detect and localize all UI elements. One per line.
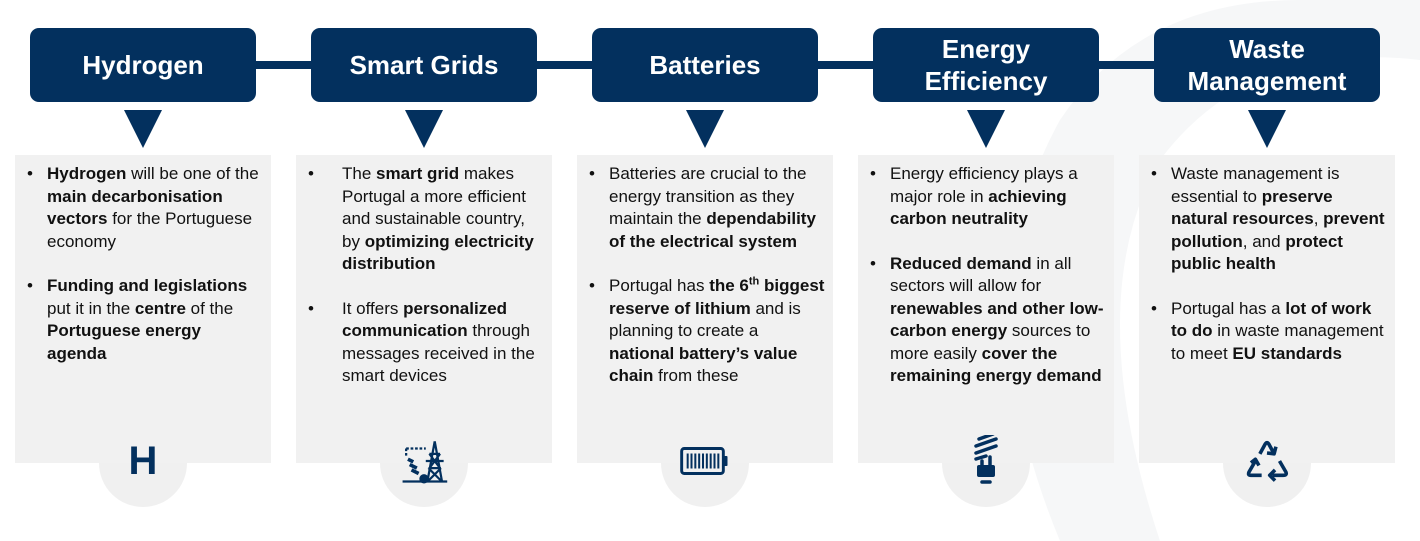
hydrogen-icon: H (118, 436, 168, 486)
text-segment: put it in the (47, 298, 135, 318)
text-segment: Reduced demand (890, 253, 1032, 273)
text-segment: and is planning to create a (609, 298, 801, 341)
text-segment: sources to more easily (890, 321, 1091, 363)
bullet-list: Energy efficiency plays a major role in … (858, 163, 1114, 410)
text-segment: Batteries are crucial to the energy tran… (609, 164, 807, 228)
column-energy-efficiency: Energy Efficiency Energy efficiency play… (858, 0, 1114, 510)
text-segment: in all sectors will allow for (890, 253, 1072, 296)
bullet-point: It offers personalized communication thr… (296, 298, 552, 388)
bullet-list: Waste management is essential to preserv… (1139, 163, 1395, 387)
bullet-point: Waste management is essential to preserv… (1139, 163, 1395, 276)
column-waste-management: Waste Management Waste management is ess… (1139, 0, 1395, 510)
text-segment: EU standards (1232, 343, 1343, 363)
text-segment: biggest reserve of lithium (609, 276, 825, 318)
header-smart-grids: Smart Grids (311, 28, 537, 102)
text-segment: for the Portuguese economy (47, 209, 253, 251)
text-segment: th (748, 275, 760, 288)
text-segment: Hydrogen (47, 164, 127, 183)
column-smart-grids: Smart Grids The smart grid makes Portuga… (296, 0, 552, 510)
down-arrow-triangle (967, 110, 1005, 148)
text-segment: , and (1242, 231, 1286, 251)
bullet-list: Hydrogen will be one of the main decarbo… (15, 163, 271, 387)
text-segment: national battery’s value chain (609, 343, 798, 386)
text-segment: Funding and legislations (47, 276, 248, 295)
column-hydrogen: Hydrogen Hydrogen will be one of the mai… (15, 0, 271, 510)
content-box: Energy efficiency plays a major role in … (858, 155, 1114, 463)
content-box: The smart grid makes Portugal a more eff… (296, 155, 552, 463)
text-segment: main decarbonisation vectors (47, 186, 223, 229)
text-segment: , (1313, 209, 1324, 228)
text-segment: optimizing electricity distribution (342, 231, 534, 274)
text-segment: Portugal has a (1171, 298, 1286, 318)
text-segment: makes Portugal a more efficient and sust… (342, 164, 526, 251)
content-box: Hydrogen will be one of the main decarbo… (15, 155, 271, 463)
hydrogen-letter: H (128, 438, 158, 483)
down-arrow-triangle (405, 110, 443, 148)
bullet-point: Portugal has the 6th biggest reserve of … (577, 275, 833, 388)
bullet-point: Funding and legislations put it in the c… (15, 275, 271, 365)
text-segment: smart grid (376, 164, 460, 183)
text-segment: Portuguese energy agenda (47, 321, 201, 363)
text-segment: renewables and other low-carbon energy (890, 298, 1104, 341)
content-box: Waste management is essential to preserv… (1139, 155, 1395, 463)
text-segment: prevent pollution (1171, 209, 1385, 251)
text-segment: through messages received in the smart d… (342, 321, 535, 385)
text-segment: will be one of the (126, 164, 259, 183)
text-segment: Waste management is essential to (1171, 164, 1340, 206)
text-segment: in waste management to meet (1171, 321, 1384, 363)
bullet-point: Energy efficiency plays a major role in … (858, 163, 1114, 231)
header-waste-management: Waste Management (1154, 28, 1380, 102)
text-segment: from these (653, 366, 739, 385)
light-bulb-icon (961, 435, 1011, 486)
text-segment: personalized communication (342, 298, 508, 341)
text-segment: of the (185, 298, 234, 318)
text-segment: protect public health (1171, 231, 1343, 274)
bullet-point: Reduced demand in all sectors will allow… (858, 253, 1114, 388)
text-segment: The (342, 164, 377, 183)
content-box: Batteries are crucial to the energy tran… (577, 155, 833, 463)
bullet-point: Batteries are crucial to the energy tran… (577, 163, 833, 253)
text-segment: centre (134, 298, 186, 318)
text-segment: lot of work to do (1171, 298, 1372, 341)
text-segment: cover the remaining energy demand (890, 343, 1102, 386)
header-hydrogen: Hydrogen (30, 28, 256, 102)
bullet-list: The smart grid makes Portugal a more eff… (296, 163, 552, 410)
text-segment: dependability of the electrical system (609, 209, 816, 251)
text-segment: achieving carbon neutrality (890, 186, 1067, 229)
bullet-list: Batteries are crucial to the energy tran… (577, 163, 833, 410)
down-arrow-triangle (1248, 110, 1286, 148)
bullet-point: Portugal has a lot of work to do in wast… (1139, 298, 1395, 366)
text-segment: the 6 (709, 276, 749, 295)
text-segment: Energy efficiency plays a major role in (890, 164, 1078, 206)
text-segment: It offers (342, 298, 404, 318)
bullet-point: Hydrogen will be one of the main decarbo… (15, 163, 271, 253)
down-arrow-triangle (124, 110, 162, 148)
text-segment: Portugal has (609, 276, 710, 295)
power-tower-solar-icon (399, 436, 449, 486)
bullet-point: The smart grid makes Portugal a more eff… (296, 163, 552, 276)
recycle-icon (1242, 436, 1292, 486)
column-batteries: Batteries Batteries are crucial to the e… (577, 0, 833, 510)
battery-icon (680, 436, 730, 486)
header-batteries: Batteries (592, 28, 818, 102)
text-segment: preserve natural resources (1171, 186, 1333, 229)
down-arrow-triangle (686, 110, 724, 148)
header-energy-efficiency: Energy Efficiency (873, 28, 1099, 102)
